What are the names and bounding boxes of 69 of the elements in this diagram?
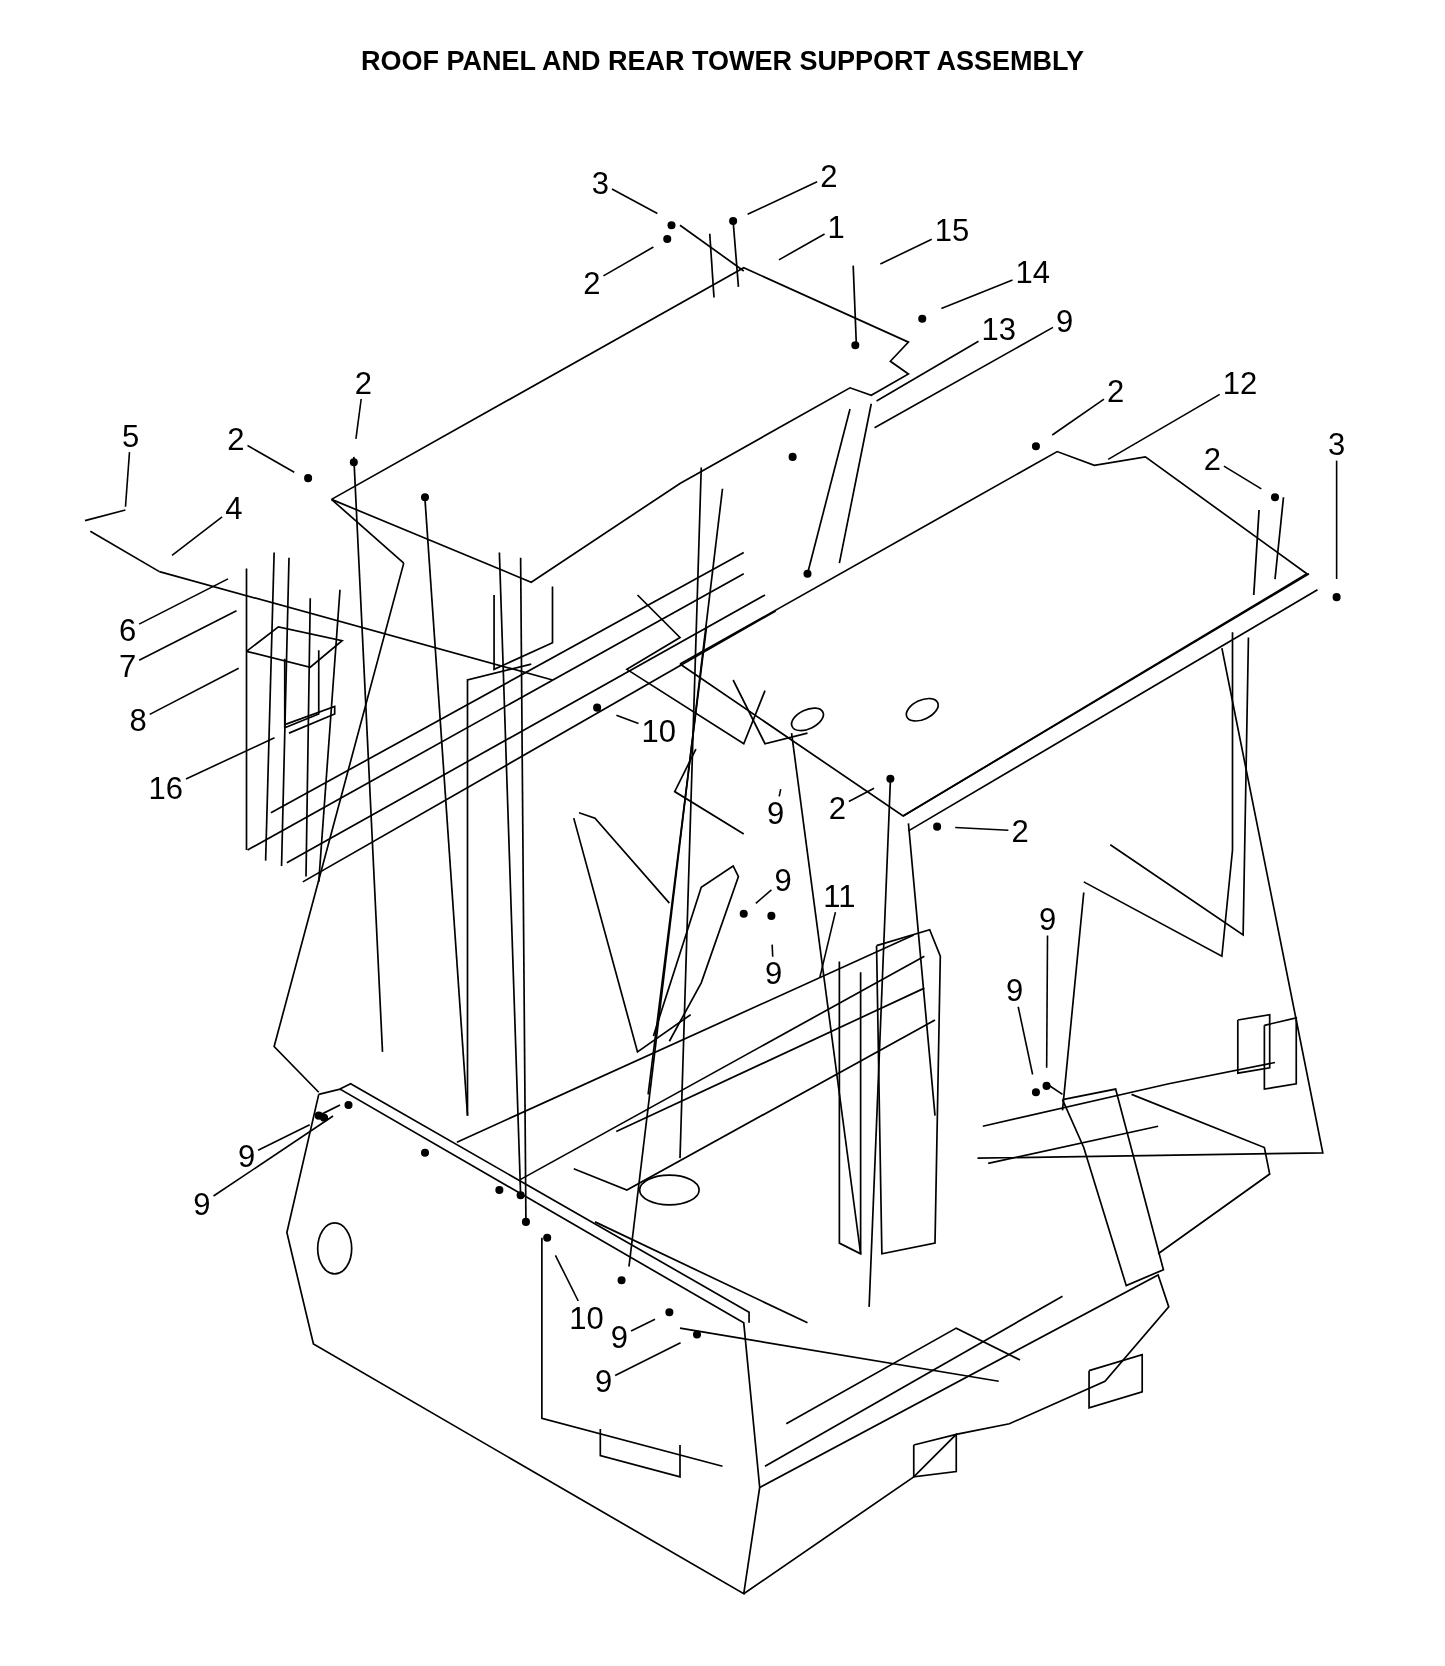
- callout-number: 9: [193, 1188, 211, 1220]
- callout-number: 9: [767, 797, 785, 829]
- leader-line: [615, 714, 640, 725]
- callout-number: 15: [934, 214, 970, 245]
- leader-line: [1051, 398, 1105, 436]
- leader-line: [257, 1124, 311, 1152]
- leader-line: [746, 181, 818, 216]
- leader-line: [940, 279, 1014, 310]
- leader-line: [212, 1115, 334, 1197]
- callout-number: 10: [641, 715, 676, 747]
- callout-number: 2: [583, 267, 601, 299]
- leader-line: [873, 326, 1054, 429]
- leader-line: [148, 667, 240, 716]
- callout-number: 9: [1039, 903, 1057, 935]
- leader-line: [355, 398, 362, 440]
- callout-number: 9: [1056, 305, 1074, 337]
- leader-line: [1045, 934, 1049, 1069]
- leader-line: [124, 451, 131, 508]
- callout-number: 2: [227, 423, 245, 455]
- callout-number: 11: [823, 880, 856, 912]
- leader-line: [778, 233, 826, 261]
- callout-number: 8: [129, 704, 147, 736]
- leader-line: [875, 340, 980, 402]
- callout-number: 16: [148, 772, 183, 804]
- callout-number: 4: [225, 492, 243, 524]
- callout-number: 12: [1222, 367, 1258, 398]
- leader-line: [1335, 459, 1338, 580]
- leader-line: [848, 787, 875, 803]
- callout-number: 3: [591, 167, 609, 199]
- leader-line: [1223, 465, 1263, 490]
- callout-number: 9: [764, 957, 783, 989]
- callout-number: 2: [1203, 443, 1221, 475]
- leader-line: [778, 788, 782, 798]
- callout-number: 6: [118, 614, 137, 646]
- leader-line: [1017, 1005, 1034, 1076]
- leader-line: [879, 238, 933, 265]
- leader-line: [246, 444, 296, 474]
- callout-number: 14: [1015, 256, 1050, 288]
- callout-number: 2: [1011, 815, 1029, 847]
- callout-number: 7: [118, 650, 137, 682]
- callout-number: 2: [354, 367, 372, 398]
- callout-number: 2: [820, 160, 838, 192]
- leader-line: [171, 516, 223, 557]
- callout-number: 9: [774, 864, 792, 896]
- leader-line: [554, 1254, 580, 1302]
- callout-number: 10: [569, 1302, 604, 1333]
- callout-number: 3: [1328, 428, 1346, 460]
- leader-line: [755, 889, 773, 905]
- leader-line: [614, 1341, 682, 1377]
- leader-line: [611, 188, 659, 215]
- leader-line: [954, 826, 1010, 832]
- callout-number: 9: [594, 1365, 613, 1397]
- leader-line: [138, 609, 238, 662]
- leader-line: [138, 578, 229, 625]
- leader-line: [1107, 393, 1221, 461]
- leader-line: [185, 736, 276, 780]
- leader-line: [630, 1318, 656, 1332]
- diagram-title: ROOF PANEL AND REAR TOWER SUPPORT ASSEMBLY: [359, 46, 1086, 77]
- leader-line: [602, 246, 655, 277]
- callout-number: 13: [981, 313, 1016, 345]
- callout-number: 9: [1006, 974, 1024, 1006]
- leader-line: [818, 911, 837, 979]
- leader-line: [771, 943, 774, 958]
- callout-number: 5: [122, 420, 140, 452]
- callout-number: 2: [1107, 375, 1125, 407]
- callout-number: 2: [828, 792, 846, 823]
- callout-number: 1: [827, 211, 845, 243]
- callout-number: 9: [610, 1321, 629, 1353]
- callout-number: 9: [237, 1140, 256, 1172]
